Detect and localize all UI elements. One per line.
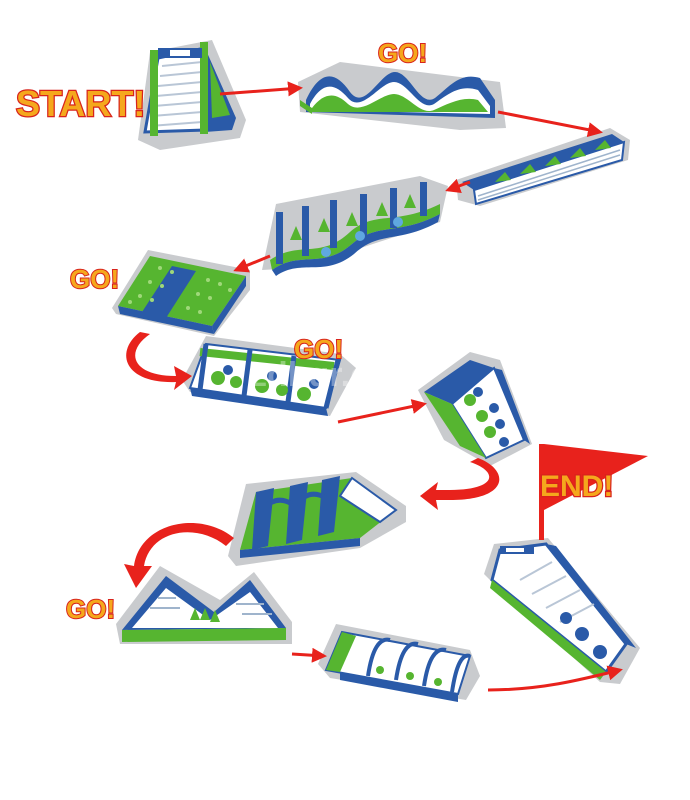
- bump-pad-field: [112, 250, 250, 336]
- wave-hills: [298, 62, 506, 130]
- curve-arrow-chute-to-tower: [420, 458, 500, 510]
- double-peak-climb: [116, 566, 292, 644]
- long-tunnel-lane: [456, 128, 630, 206]
- start-slide-ramp: [138, 40, 246, 150]
- course-arrows: [219, 81, 623, 692]
- ball-pit-cage: [182, 336, 356, 416]
- end-label: END!: [540, 470, 613, 503]
- go-label-2: GO!: [70, 264, 119, 294]
- curved-arrows: [124, 332, 500, 588]
- finish-flag: [539, 444, 648, 540]
- labels: START! GO! GO! GO! END! GO! zdbqr.cy: [15, 37, 615, 625]
- tube-tunnel: [318, 624, 480, 702]
- go-label-3: GO!: [294, 334, 343, 364]
- zigzag-pillar-run: [262, 176, 448, 276]
- go-label-4: GO!: [66, 594, 115, 624]
- curve-arrow-field-to-cage: [126, 332, 192, 390]
- curve-arrow-tower-to-peaks: [124, 522, 234, 588]
- watermark-text: zdbqr.cy: [250, 356, 388, 394]
- ball-slide-chute: [418, 352, 532, 466]
- go-label-1: GO!: [378, 38, 427, 68]
- arch-climb-tower: [228, 472, 406, 566]
- start-label: START!: [16, 83, 145, 124]
- finish-slide: [484, 538, 640, 684]
